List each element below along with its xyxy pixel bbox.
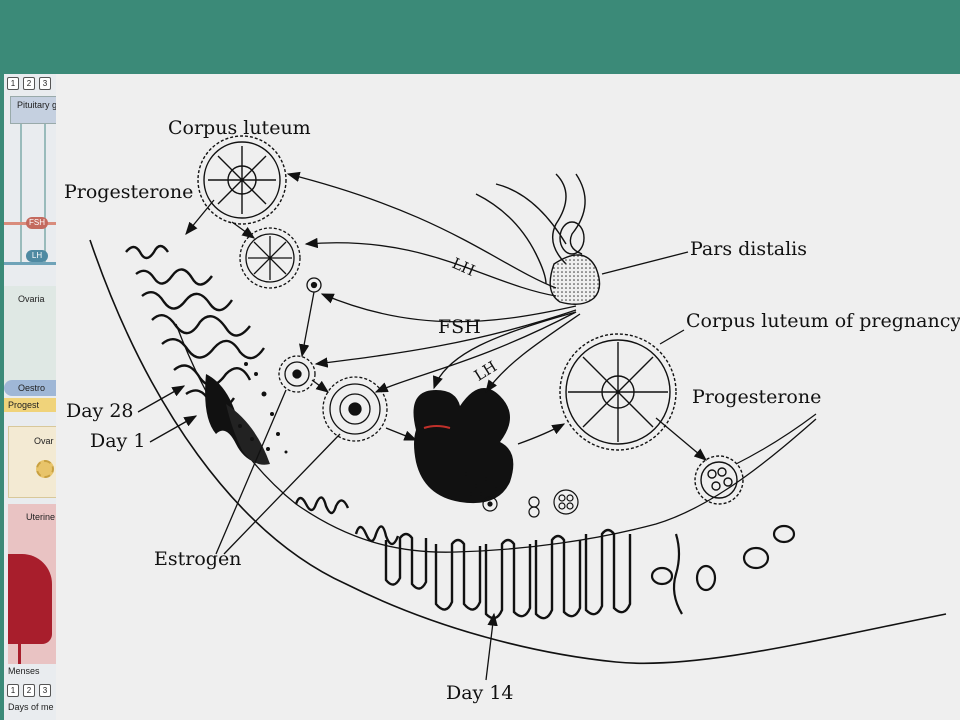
step-number-3: 3: [39, 77, 51, 90]
uterine-outer-wall: [89, 239, 947, 665]
pituitary-label: Pituitary g: [17, 100, 56, 110]
pars-distalis-icon: [549, 254, 601, 305]
follicle-arrow-2: [311, 379, 330, 393]
day-number-3: 3: [39, 684, 51, 697]
ovum-release-icon: [482, 489, 579, 518]
day28-arrow: [137, 385, 186, 413]
uterine-glands-bottom: [294, 496, 632, 620]
day14-arrow: [485, 612, 498, 681]
secondary-follicle-icon: [322, 376, 388, 442]
pregnancy-label-pointer: [659, 329, 685, 345]
menstrual-cycle-diagram: [89, 135, 947, 681]
pars-distalis-label: Pars distalis: [690, 238, 807, 260]
regressing-corpus-luteum-icon: [239, 227, 301, 289]
ovulation-debris: [464, 472, 498, 496]
day1-arrow: [149, 415, 198, 443]
primary-follicle-icon: [278, 355, 316, 393]
fsh-arrow-small-follicle: [320, 293, 577, 323]
day1-label: Day 1: [90, 430, 146, 452]
step-number-1: 1: [7, 77, 19, 90]
step-number-2: 2: [23, 77, 35, 90]
progesterone-label: Progest: [8, 400, 40, 410]
estrogen-pointer-1: [215, 389, 287, 555]
menstrual-shedding-2: [226, 404, 270, 465]
endometrium-red-icon: [8, 554, 52, 644]
estrogen-label: Estrogen: [154, 548, 242, 570]
lh-arrow-ovulation: [485, 313, 581, 394]
pituitary-box: [10, 96, 56, 124]
progesterone-arrow-left: [185, 199, 215, 236]
days-label: Days of me: [8, 702, 54, 712]
oestrogen-band: [4, 380, 56, 396]
lh-arrow-regressing: [304, 237, 557, 297]
progesterone-label-right: Progesterone: [692, 386, 822, 408]
fsh-arrow-primary-follicle: [314, 309, 577, 368]
uterine-label: Uterine: [26, 512, 56, 522]
pituitary-gland-icon: [475, 173, 586, 285]
day28-label: Day 28: [66, 400, 134, 422]
oestrogen-label: Oestro: [18, 383, 46, 393]
progesterone-label-left: Progesterone: [64, 181, 194, 203]
strip-line: [20, 124, 22, 264]
corpus-luteum-pregnancy-icon: [559, 333, 677, 451]
strip-line: [44, 124, 46, 264]
ovary-label: Ovar: [34, 436, 54, 446]
diagram-panel: Corpus luteum Progesterone Pars distalis…: [56, 74, 960, 720]
lh-arrow-corpus-luteum: [286, 171, 557, 289]
lh-tag: LH: [26, 250, 48, 262]
fsh-label: FSH: [438, 316, 481, 338]
menses-label: Menses: [8, 666, 40, 676]
fsh-tag: FSH: [26, 217, 48, 229]
corpus-luteum-icon: [197, 135, 287, 225]
corpus-luteum-pregnancy-label: Corpus luteum of pregnancy: [686, 310, 960, 332]
primordial-follicle-icon: [306, 277, 322, 293]
day-number-2: 2: [23, 684, 35, 697]
day-number-1: 1: [7, 684, 19, 697]
estrogen-pointer-2: [223, 433, 341, 555]
ovarian-label: Ovaria: [18, 294, 45, 304]
lh-curve: [4, 262, 56, 265]
follicle-arrow-1: [299, 291, 315, 358]
left-figure-strip: 1 2 3 Pituitary g FSH LH Ovaria Oestro P…: [4, 74, 56, 720]
fsh-arrow-secondary-follicle: [374, 311, 577, 393]
implanting-embryo-icon: [694, 455, 744, 505]
pars-distalis-pointer: [601, 251, 689, 275]
ovulation-blood-icon: [423, 425, 451, 429]
uterine-glands-right: [650, 524, 796, 615]
day14-label: Day 14: [446, 682, 514, 704]
corpus-to-regressing-arrow: [231, 221, 256, 239]
ovulating-follicle-icon: [413, 388, 514, 504]
progesterone-arrow-right: [655, 417, 707, 461]
ovulation-to-pregnancy-arrow: [517, 423, 566, 445]
follicle-icon: [36, 460, 54, 478]
menstrual-debris: [238, 362, 288, 454]
follicle-arrow-3: [385, 427, 418, 441]
fsh-arrow-ovulation: [433, 311, 577, 390]
corpus-luteum-label: Corpus luteum: [168, 117, 311, 139]
blood-drip-icon: [18, 634, 21, 664]
ovarian-panel: [4, 286, 56, 386]
progesterone-band: [4, 398, 56, 412]
implantation-line: [735, 413, 817, 465]
